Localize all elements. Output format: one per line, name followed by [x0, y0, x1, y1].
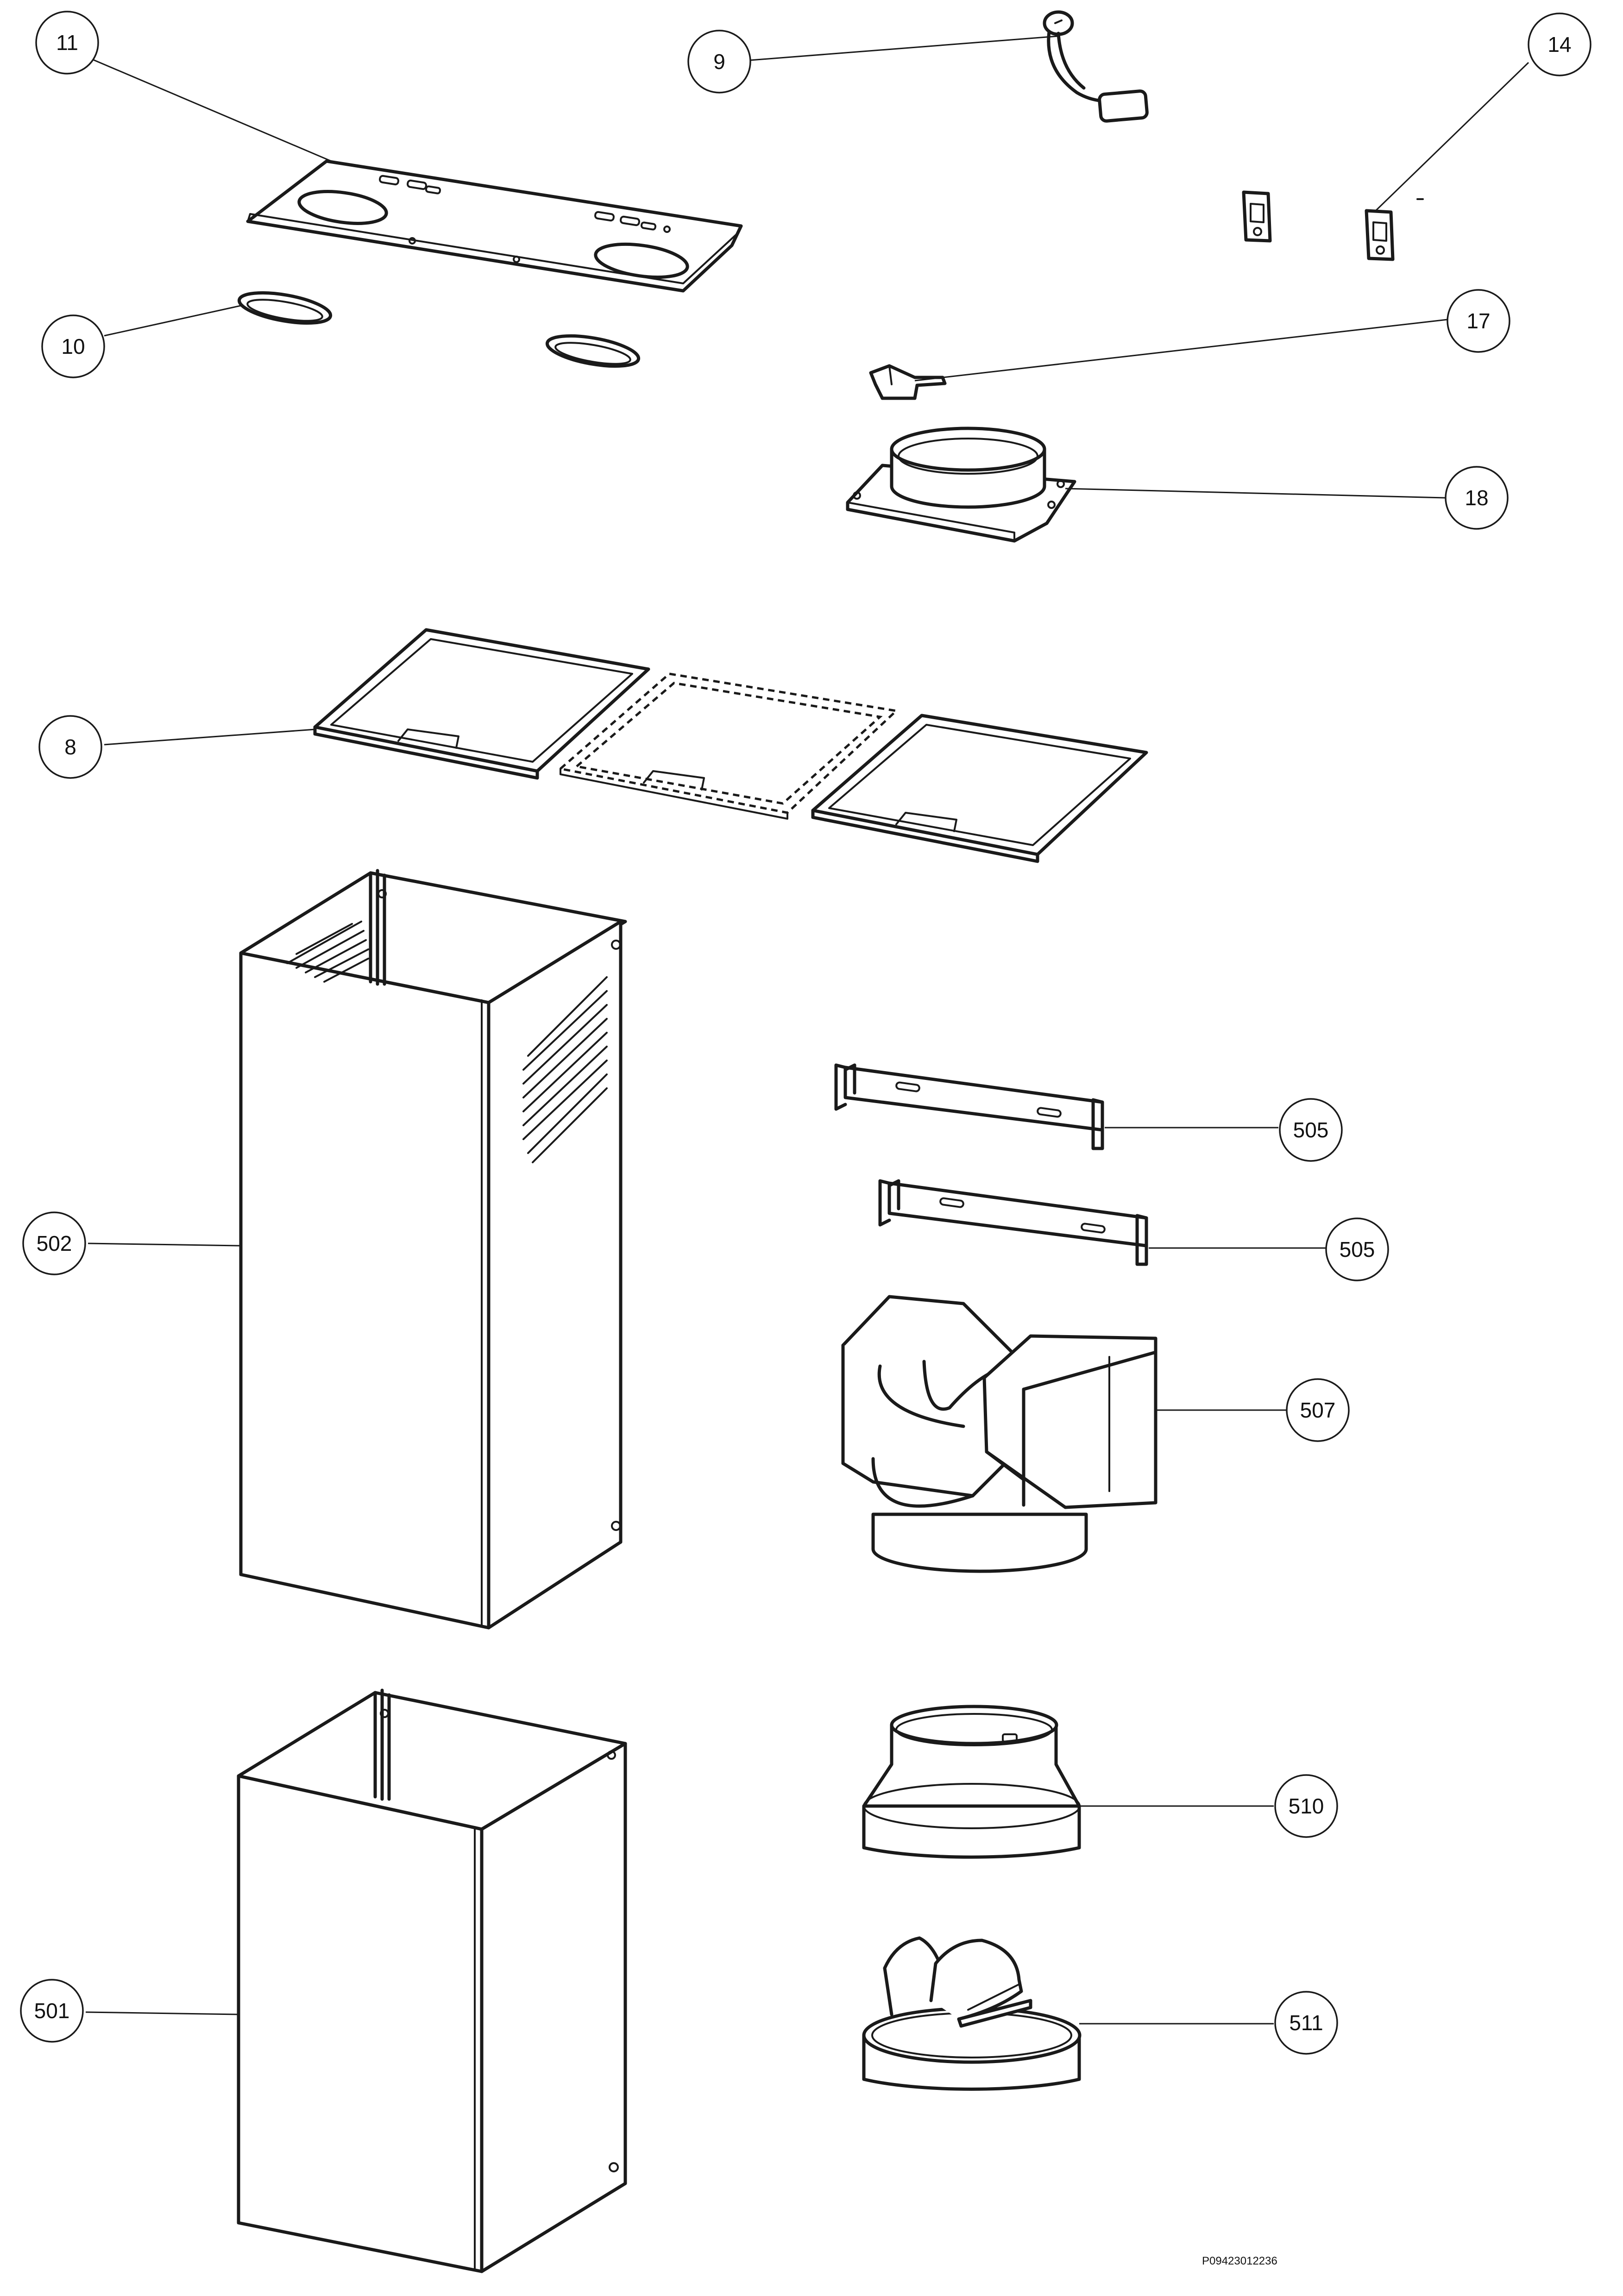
part-18-outlet-flange [846, 427, 1076, 543]
svg-text:14: 14 [1548, 32, 1571, 56]
part-502-upper-chimney [239, 869, 627, 1630]
callout-9: 9 [687, 30, 751, 94]
vent-slots-left [286, 921, 369, 983]
svg-text:17: 17 [1466, 309, 1490, 333]
svg-text:10: 10 [61, 334, 85, 358]
svg-text:502: 502 [37, 1231, 72, 1255]
callout-8: 8 [38, 715, 102, 779]
svg-text:8: 8 [64, 735, 76, 759]
part-14-clips [1242, 190, 1424, 261]
callout-501: 501 [20, 1979, 84, 2043]
svg-text:511: 511 [1289, 2011, 1323, 2035]
part-11-mounting-plate [246, 159, 743, 293]
callout-17: 17 [1447, 289, 1510, 353]
svg-text:9: 9 [713, 50, 725, 74]
callout-18: 18 [1445, 466, 1509, 530]
callout-511: 511 [1274, 1991, 1338, 2055]
part-10-rings [237, 291, 641, 368]
svg-text:18: 18 [1465, 486, 1488, 510]
part-505-bracket-lower [878, 1179, 1148, 1266]
callout-505-upper: 505 [1279, 1098, 1343, 1162]
part-9-power-cable [1043, 10, 1149, 123]
callout-505-lower: 505 [1325, 1217, 1389, 1281]
callout-10: 10 [41, 314, 105, 378]
part-501-lower-chimney [237, 1688, 627, 2273]
part-8-filters [313, 628, 1148, 863]
svg-text:11: 11 [56, 31, 78, 55]
part-505-bracket-upper [834, 1063, 1104, 1150]
part-510-reducer [862, 1705, 1081, 1859]
callout-510: 510 [1274, 1774, 1338, 1838]
part-511-backdraft-damper [862, 1936, 1082, 2091]
svg-text:507: 507 [1300, 1398, 1336, 1422]
vent-slots-right [522, 976, 608, 1163]
callout-11: 11 [35, 11, 99, 75]
svg-text:505: 505 [1340, 1237, 1375, 1261]
callout-14: 14 [1528, 13, 1592, 76]
part-507-duct-adapter [841, 1295, 1157, 1573]
svg-text:510: 510 [1289, 1794, 1324, 1818]
svg-text:501: 501 [34, 1999, 70, 2023]
drawing-code: P09423012236 [1202, 2255, 1277, 2267]
leader-lines [83, 35, 1529, 2025]
callout-507: 507 [1286, 1378, 1350, 1442]
part-17-small-clip [869, 364, 947, 400]
svg-text:505: 505 [1293, 1118, 1329, 1142]
callout-502: 502 [22, 1211, 86, 1275]
